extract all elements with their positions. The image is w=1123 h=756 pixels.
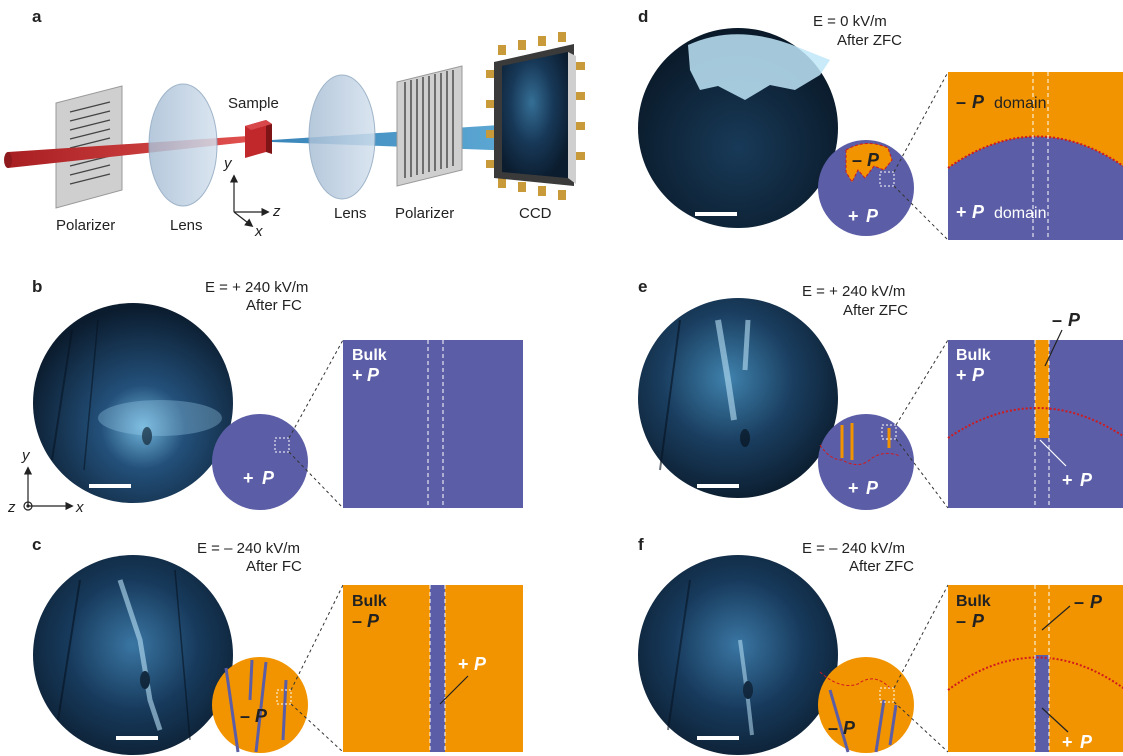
- lens-left: [148, 83, 218, 207]
- zoom-f-domain-wall: [947, 656, 1123, 691]
- panel-label-e: e: [638, 277, 647, 296]
- panel-label-c: c: [32, 535, 41, 554]
- zoom-c-wall-P: P: [474, 654, 487, 674]
- zoom-d-plus-domain: domain: [994, 205, 1046, 222]
- schematic-c-P: P: [255, 706, 268, 726]
- zoom-c-bulk: Bulk: [352, 593, 387, 610]
- domain-schematic-b: [212, 414, 308, 510]
- zoom-f-wall-minus-sign: –: [1074, 592, 1084, 612]
- micrograph-f-texture: [667, 579, 754, 736]
- scale-bar-b: [89, 484, 131, 488]
- zoom-d-plus-P: P: [972, 202, 985, 222]
- zoom-b-sign: +: [352, 365, 363, 385]
- schematic-f-P: P: [843, 718, 856, 738]
- schematic-b-P: P: [262, 468, 275, 488]
- micrograph-b: [33, 303, 233, 503]
- axes-b: [23, 466, 74, 511]
- axis-a-x: x: [254, 223, 263, 240]
- condition-e-process: After ZFC: [843, 302, 908, 319]
- lens-right: [308, 74, 376, 200]
- zoom-e-domain-wall: [947, 407, 1123, 439]
- label-ccd: CCD: [519, 205, 552, 222]
- label-polarizer-left: Polarizer: [56, 217, 115, 234]
- schematic-f-sign: –: [828, 718, 838, 738]
- label-lens-right: Lens: [334, 205, 367, 222]
- zoom-d-minus-sign: –: [956, 92, 966, 112]
- zoom-box-b: [343, 340, 523, 508]
- scale-bar-f: [697, 736, 739, 740]
- zoom-e-wall-plus-sign: +: [1062, 470, 1073, 490]
- zoom-d-domain-wall: [947, 135, 1123, 169]
- micrograph-c-texture: [57, 569, 191, 741]
- axis-b-x: x: [75, 499, 84, 516]
- axis-b-y: y: [21, 447, 31, 464]
- sample-crystal: [245, 120, 272, 158]
- axis-a-y: y: [223, 155, 233, 172]
- label-polarizer-right: Polarizer: [395, 205, 454, 222]
- zoom-b-P: P: [367, 365, 380, 385]
- scale-bar-d: [695, 212, 737, 216]
- zoom-e-wall-minus-P: P: [1068, 310, 1081, 330]
- micrograph-b-texture: [51, 319, 222, 471]
- label-sample: Sample: [228, 95, 279, 112]
- panel-label-b: b: [32, 277, 42, 296]
- panel-label-a: a: [32, 7, 42, 26]
- panel-label-d: d: [638, 7, 648, 26]
- zoom-f-wall-plus-P: P: [1080, 732, 1093, 752]
- zoom-c-wall-sign: +: [458, 654, 469, 674]
- micrograph-f: [638, 555, 838, 755]
- schematic-d-plus-P: P: [866, 206, 879, 226]
- zoom-e-P: P: [972, 365, 985, 385]
- condition-c-field: E = – 240 kV/m: [197, 540, 300, 557]
- condition-e-field: E = + 240 kV/m: [802, 283, 905, 300]
- micrograph-c: [33, 555, 233, 755]
- condition-c-process: After FC: [246, 558, 302, 575]
- schematic-e-P: P: [866, 478, 879, 498]
- domain-schematic-d: [818, 140, 914, 236]
- zoom-e-sign: +: [956, 365, 967, 385]
- schematic-b-sign: +: [243, 468, 254, 488]
- micrograph-e-texture: [659, 319, 751, 471]
- schematic-d-plus-sign: +: [848, 206, 859, 226]
- condition-d-process: After ZFC: [837, 32, 902, 49]
- polarizer-right: [396, 65, 463, 187]
- zoom-f-wall-minus-P: P: [1090, 592, 1103, 612]
- zoom-e-bulk: Bulk: [956, 347, 991, 364]
- scale-bar-e: [697, 484, 739, 488]
- ccd-camera: [486, 32, 585, 200]
- schematic-d-minus-P: P: [867, 150, 880, 170]
- zoom-f-P: P: [972, 611, 985, 631]
- axis-b-z: z: [7, 499, 16, 516]
- zoom-e-wall-minus-sign: –: [1052, 310, 1062, 330]
- zoom-b-bulk: Bulk: [352, 347, 387, 364]
- zoom-f-wall-plus-sign: +: [1062, 732, 1073, 752]
- domain-schematic-f: [818, 657, 914, 753]
- micrograph-e: [638, 298, 838, 498]
- condition-d-field: E = 0 kV/m: [813, 13, 887, 30]
- zoom-f-bulk: Bulk: [956, 593, 991, 610]
- zoom-d-plus-region: [948, 136, 1123, 240]
- zoom-d-minus-P: P: [972, 92, 985, 112]
- condition-f-field: E = – 240 kV/m: [802, 540, 905, 557]
- zoom-e-wall-plus-P: P: [1080, 470, 1093, 490]
- condition-f-process: After ZFC: [849, 558, 914, 575]
- zoom-d-plus-sign: +: [956, 202, 967, 222]
- condition-b-field: E = + 240 kV/m: [205, 279, 308, 296]
- zoom-c-P: P: [367, 611, 380, 631]
- schematic-d-minus-sign: –: [852, 150, 862, 170]
- schematic-c-sign: –: [240, 706, 250, 726]
- condition-b-process: After FC: [246, 297, 302, 314]
- axes-a: [229, 174, 270, 228]
- schematic-e-sign: +: [848, 478, 859, 498]
- panel-label-f: f: [638, 535, 644, 554]
- scale-bar-c: [116, 736, 158, 740]
- axis-a-z: z: [272, 203, 281, 220]
- zoom-c-sign: –: [352, 611, 362, 631]
- micrograph-d-bright-domain: [688, 34, 830, 100]
- zoom-d-minus-domain: domain: [994, 95, 1046, 112]
- label-lens-left: Lens: [170, 217, 203, 234]
- zoom-f-sign: –: [956, 611, 966, 631]
